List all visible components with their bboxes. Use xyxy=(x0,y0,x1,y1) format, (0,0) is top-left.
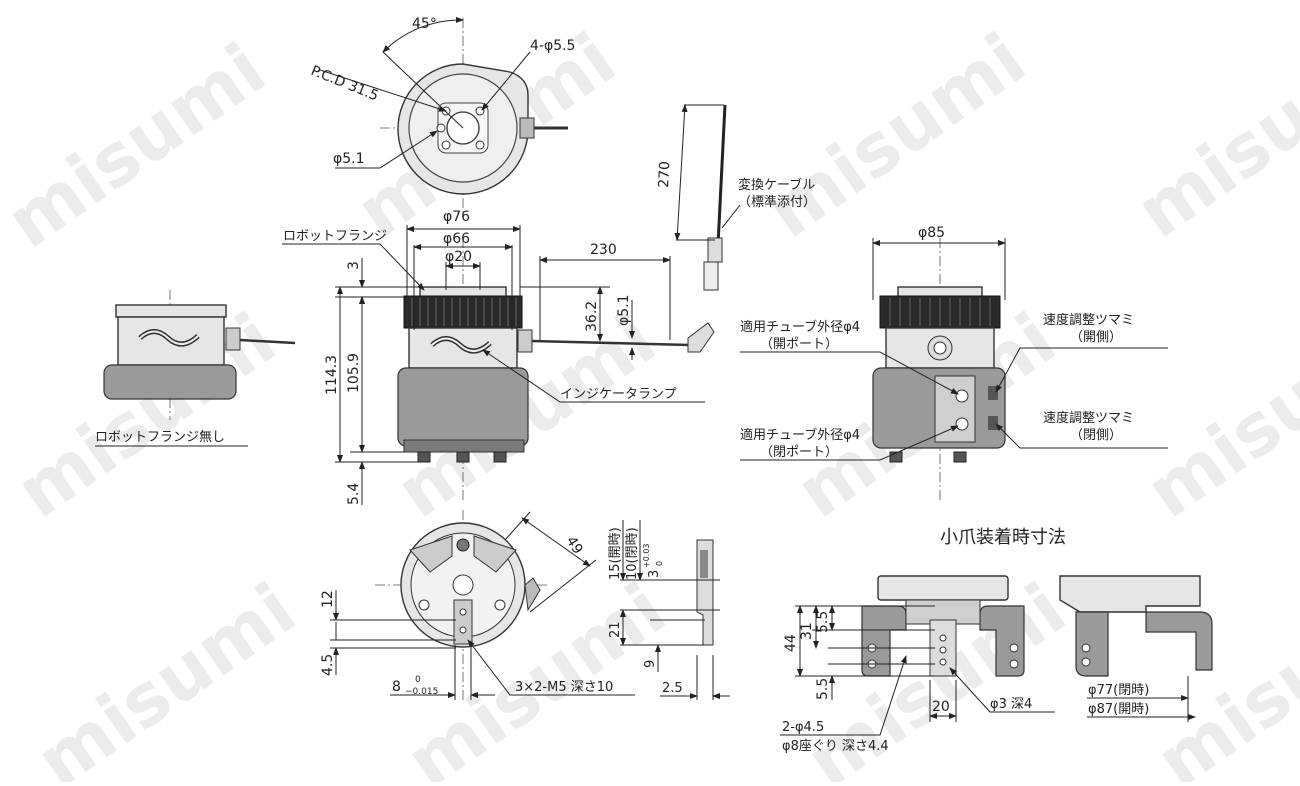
watermark-text: misumi xyxy=(22,567,311,782)
angle-label: 45° xyxy=(412,16,437,32)
watermark-text: misumi xyxy=(752,17,1041,254)
jaw-side-view: 15(開時) 10(閉時) 3 +0.03 0 21 9 2.5 xyxy=(608,520,730,700)
jaw-d25-label: 2.5 xyxy=(662,681,683,696)
tube-open-label: 適用チューブ外径φ4 xyxy=(740,319,860,335)
dia76-label: φ76 xyxy=(443,209,470,225)
h362-label: 36.2 xyxy=(584,301,600,332)
knob-close-label: 速度調整ツマミ xyxy=(1043,410,1134,426)
watermark-text: misumi xyxy=(0,27,280,264)
watermark-text: misumi xyxy=(1132,297,1300,534)
dia51-label: φ5.1 xyxy=(616,295,632,327)
knob-open-sublabel: （開側） xyxy=(1070,330,1122,345)
watermark-text: misumi xyxy=(1122,17,1300,254)
side-view: φ85 適用チューブ外径φ4 （開ポート） 適用チューブ外径φ4 （閉ポート） … xyxy=(740,225,1168,500)
front-view: φ76 φ66 φ20 230 3 114.3 105.9 5.4 36.2 φ… xyxy=(282,209,715,505)
small-jaw-side-top xyxy=(1059,575,1201,613)
len230-label: 230 xyxy=(590,242,617,258)
no-flange-label: ロボットフランジ無し xyxy=(95,430,225,445)
cable-label: 変換ケーブル xyxy=(738,177,815,193)
tol-upper-label: 0 xyxy=(415,675,421,685)
d45-label: 4.5 xyxy=(320,654,336,676)
lamp-label: インジケータランプ xyxy=(560,387,677,402)
tol-lower-label: −0.015 xyxy=(405,687,438,697)
small-jaw-view: 小爪装着時寸法 44 31 5.5 5.5 xyxy=(780,527,1213,754)
small-d44-label: 44 xyxy=(783,634,799,652)
small-jaw-right-finger xyxy=(979,605,1025,677)
d49-label: 49 xyxy=(563,534,586,558)
small-hole-label: φ3 深4 xyxy=(990,697,1032,712)
dia66-label: φ66 xyxy=(443,231,470,247)
no-flange-view: ロボットフランジ無し xyxy=(95,290,296,447)
small-d31-label: 31 xyxy=(799,622,815,640)
jaw-d9-label: 9 xyxy=(643,660,658,668)
jaw-open-label: 15(開時) xyxy=(608,527,623,580)
cable-view: 270 変換ケーブル （標準添付） xyxy=(656,104,816,291)
small-jaw-title: 小爪装着時寸法 xyxy=(940,527,1066,548)
jaw-h3-upper: +0.03 xyxy=(642,543,651,568)
jaw-h3-lower: 0 xyxy=(655,561,664,566)
dia20-label: φ20 xyxy=(445,249,472,265)
close77-label: φ77(閉時) xyxy=(1088,683,1149,698)
h114-label: 114.3 xyxy=(324,355,340,395)
top-view: 45° 4-φ5.5 P.C.D 31.5 φ5.1 xyxy=(309,16,575,215)
knurled-ring xyxy=(403,295,523,329)
knob-open-label: 速度調整ツマミ xyxy=(1043,312,1134,328)
bottom-view: 49 12 4.5 8 0 −0.015 3×2-M5 深さ10 xyxy=(320,510,635,700)
flange-label: ロボットフランジ xyxy=(283,229,387,244)
tap-label: 3×2-M5 深さ10 xyxy=(515,680,613,695)
tube-close-label: 適用チューブ外径φ4 xyxy=(740,427,860,443)
lower-body xyxy=(397,367,529,447)
jaw-slot xyxy=(453,599,473,645)
holes-label: 4-φ5.5 xyxy=(530,38,575,54)
jaw-close-label: 10(閉時) xyxy=(625,527,640,580)
cable-connector xyxy=(517,329,533,353)
small-d20-label: 20 xyxy=(932,699,950,715)
h3-label: 3 xyxy=(346,261,362,270)
jaw-d21-label: 21 xyxy=(608,621,623,638)
counterbore-label: 2-φ4.5 xyxy=(782,720,824,735)
tube-open-sublabel: （開ポート） xyxy=(760,337,838,352)
h105-label: 105.9 xyxy=(346,353,362,393)
open87-label: φ87(開時) xyxy=(1088,702,1149,717)
h54-label: 5.4 xyxy=(346,483,362,505)
elbow-plug xyxy=(687,322,715,353)
pin-dia-label: φ5.1 xyxy=(333,151,365,167)
small-jaw-top xyxy=(877,575,1009,601)
knob-close-sublabel: （閉側） xyxy=(1070,428,1122,443)
d12-label: 12 xyxy=(320,590,336,608)
cable-sublabel: （標準添付） xyxy=(738,194,816,210)
tube-close-sublabel: （閉ポート） xyxy=(760,445,838,460)
pcd-label: P.C.D 31.5 xyxy=(309,63,381,105)
counterbore-sublabel: φ8座ぐり 深さ4.4 xyxy=(782,739,889,754)
small-d55b-label: 5.5 xyxy=(815,678,831,700)
cable-length-label: 270 xyxy=(656,161,673,189)
jaw-h3-label: 3 xyxy=(647,570,662,578)
dia85-label: φ85 xyxy=(918,225,945,241)
pin-hole xyxy=(436,123,446,133)
small-d55a-label: 5.5 xyxy=(815,611,831,633)
tol-base-label: 8 xyxy=(392,679,401,695)
